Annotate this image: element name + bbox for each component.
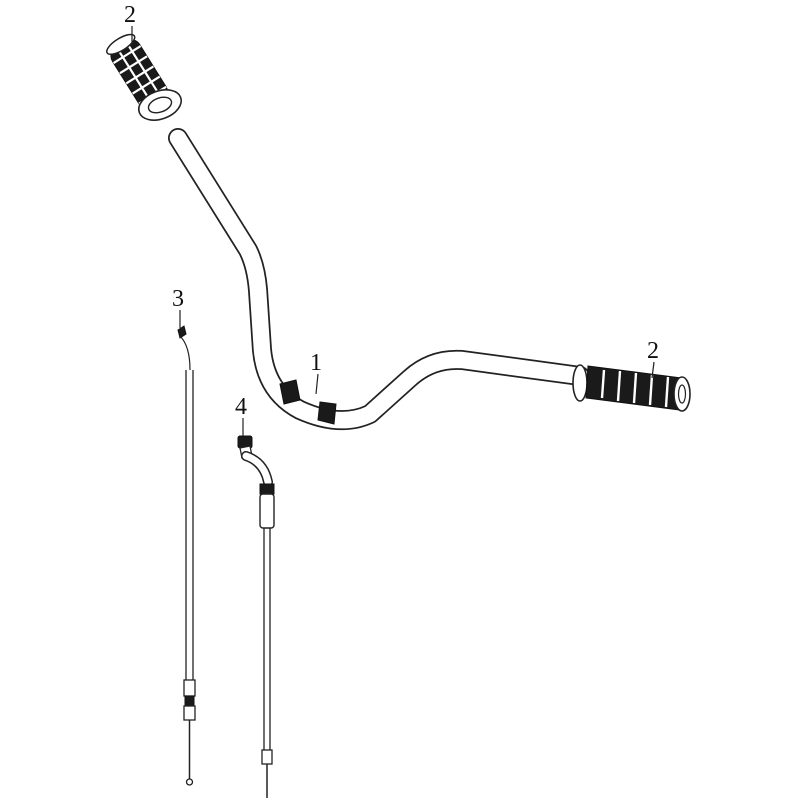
callout-2-right: 2 — [647, 338, 659, 379]
handlebar — [168, 128, 590, 431]
callout-label-grip-right: 2 — [647, 338, 659, 364]
callout-1: 1 — [310, 350, 322, 395]
grip-right — [572, 364, 691, 412]
cable-right — [237, 435, 275, 798]
clamp-band-left — [279, 379, 301, 405]
callout-label-grip-left: 2 — [124, 2, 136, 28]
callout-label-cable-left: 3 — [172, 286, 184, 312]
callout-4: 4 — [235, 394, 247, 436]
callout-3: 3 — [172, 286, 184, 328]
callout-label-cable-right: 4 — [235, 394, 247, 420]
grip-left — [106, 33, 183, 121]
callout-2-top: 2 — [124, 2, 136, 46]
cable-left — [177, 325, 196, 786]
clamp-band-right — [317, 401, 337, 425]
callout-label-handlebar: 1 — [310, 350, 322, 376]
